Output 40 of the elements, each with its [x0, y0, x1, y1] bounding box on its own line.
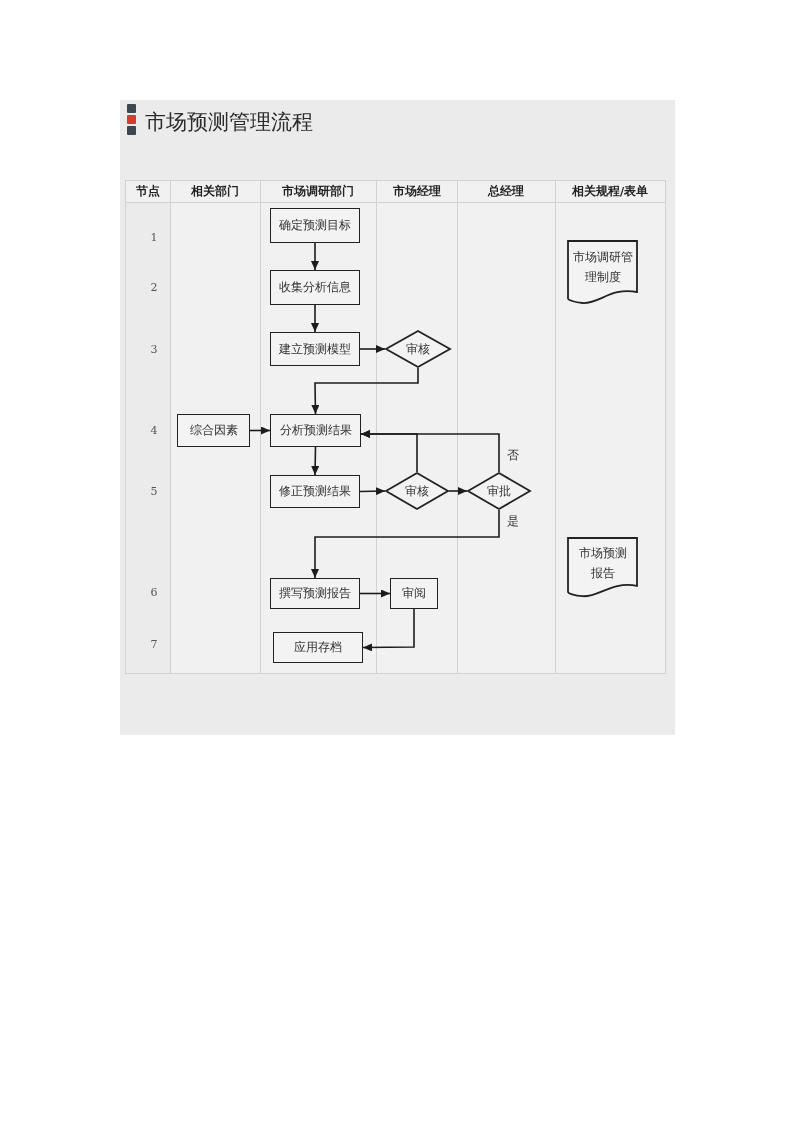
decision-diamond: 审核 [385, 472, 449, 510]
arrow [311, 242, 319, 271]
arrow [311, 509, 500, 579]
process-box: 收集分析信息 [270, 270, 360, 305]
arrow [359, 589, 391, 598]
row-number: 1 [150, 230, 158, 244]
row-number: 7 [150, 637, 158, 651]
arrow [448, 487, 468, 495]
arrow [359, 487, 386, 496]
arrow [311, 367, 419, 415]
decision-diamond: 审批 [467, 472, 531, 510]
row-number: 6 [150, 585, 158, 599]
process-box: 审阅 [390, 578, 438, 609]
process-box: 撰写预测报告 [270, 578, 360, 609]
process-box: 修正预测结果 [270, 475, 360, 508]
row-number: 2 [150, 280, 158, 294]
column-header: 节点 [135, 183, 160, 199]
column-header: 市场调研部门 [282, 183, 354, 199]
decision-diamond: 审核 [385, 330, 451, 368]
arrow [311, 446, 320, 476]
process-box: 确定预测目标 [270, 208, 360, 243]
column-header: 市场经理 [392, 183, 441, 199]
row-number: 5 [150, 484, 158, 498]
process-box: 综合因素 [177, 414, 250, 447]
arrow [249, 426, 271, 435]
row-number: 4 [150, 423, 158, 437]
row-number: 3 [150, 342, 158, 356]
title: 市场预测管理流程 [145, 109, 313, 136]
column-header: 总经理 [488, 183, 524, 199]
arrow [362, 608, 415, 652]
arrow [359, 345, 386, 353]
column-header: 相关规程/表单 [572, 183, 649, 199]
column-header: 相关部门 [191, 183, 239, 199]
process-box: 建立预测模型 [270, 332, 360, 366]
arrow [360, 430, 500, 473]
process-box: 应用存档 [273, 632, 363, 663]
document-shape: 市场调研管理制度 [567, 240, 638, 305]
document-shape: 市场预测报告 [567, 537, 638, 598]
arrow [311, 304, 319, 333]
process-box: 分析预测结果 [270, 414, 361, 447]
